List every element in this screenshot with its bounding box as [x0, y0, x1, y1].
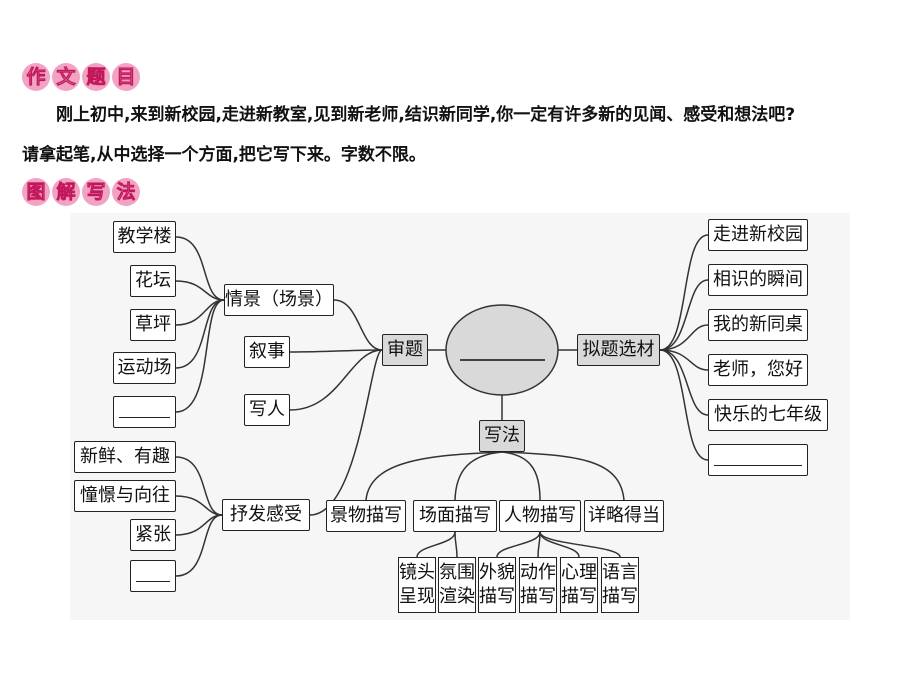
header-char: 图 — [22, 178, 50, 206]
shufa-label: 抒发感受 — [230, 504, 302, 525]
title-item-label: 我的新同桌 — [713, 314, 803, 335]
qingjing-box: 情景（场景） — [224, 284, 334, 316]
sub-method-line: 描写 — [479, 586, 515, 607]
title-item-label: 老师，您好 — [713, 359, 803, 380]
sub-method-box: 氛围渲染 — [438, 557, 476, 613]
header-char: 法 — [112, 178, 140, 206]
title-item-box: 走进新校园 — [708, 219, 808, 251]
method-label: 景物描写 — [330, 505, 402, 526]
method-label: 详略得当 — [588, 505, 660, 526]
prompt-text-2: 请拿起笔,从中选择一个方面,把它写下来。字数不限。 — [22, 145, 426, 165]
sub-method-box: 动作描写 — [519, 557, 557, 613]
title-item-box: 相识的瞬间 — [708, 264, 808, 296]
title-item-blank-box — [708, 444, 808, 476]
sub-method-line: 语言 — [602, 562, 638, 583]
fill-blank-line — [119, 417, 170, 418]
scene-item-box: 草坪 — [130, 309, 176, 341]
sub-method-line: 呈现 — [399, 586, 435, 607]
method-label: 场面描写 — [419, 505, 491, 526]
feeling-item-box: 新鲜、有趣 — [74, 441, 176, 473]
scene-item-box: 教学楼 — [113, 221, 176, 253]
sub-method-line: 心理 — [561, 562, 597, 583]
header-char: 写 — [82, 178, 110, 206]
feeling-item-label: 新鲜、有趣 — [80, 446, 170, 467]
method-box: 场面描写 — [413, 500, 497, 532]
shenti-label: 审题 — [387, 339, 423, 360]
header-char: 题 — [82, 63, 110, 91]
sub-method-line: 氛围 — [439, 562, 475, 583]
prompt-text-1: 刚上初中,来到新校园,走进新教室,见到新老师,结识新同学,你一定有许多新的见闻、… — [56, 105, 796, 125]
section-header-method: 图 解 写 法 — [22, 178, 140, 206]
scene-item-box: 运动场 — [113, 352, 176, 384]
xushi-label: 叙事 — [249, 341, 285, 362]
method-box: 景物描写 — [326, 500, 406, 532]
shenti-box: 审题 — [382, 334, 428, 366]
xieren-box: 写人 — [244, 394, 290, 426]
method-box: 人物描写 — [499, 500, 581, 532]
shufa-box: 抒发感受 — [222, 499, 310, 531]
feeling-item-box: 紧张 — [130, 519, 176, 551]
nitixuancai-label: 拟题选材 — [582, 339, 655, 360]
header-char: 解 — [52, 178, 80, 206]
feeling-item-blank-box — [130, 560, 176, 592]
feeling-item-label: 憧憬与向往 — [80, 485, 170, 506]
title-item-label: 相识的瞬间 — [713, 269, 803, 290]
title-item-label: 快乐的七年级 — [714, 404, 822, 425]
scene-item-label: 草坪 — [135, 314, 171, 335]
scene-item-blank-box — [113, 396, 176, 428]
nitixuancai-box: 拟题选材 — [577, 334, 660, 366]
sub-method-box: 心理描写 — [560, 557, 598, 613]
sub-method-line: 动作 — [520, 562, 556, 583]
feeling-item-label: 紧张 — [135, 524, 171, 545]
sub-method-line: 描写 — [561, 586, 597, 607]
title-item-box: 我的新同桌 — [708, 309, 808, 341]
scene-item-label: 教学楼 — [117, 226, 172, 247]
header-char: 目 — [112, 63, 140, 91]
scene-item-label: 运动场 — [117, 357, 172, 378]
title-item-label: 走进新校园 — [713, 224, 803, 245]
sub-method-box: 语言描写 — [601, 557, 639, 613]
xieren-label: 写人 — [249, 399, 285, 420]
title-item-box: 快乐的七年级 — [708, 399, 828, 431]
qingjing-label: 情景（场景） — [225, 289, 333, 310]
prompt-line-2: 请拿起笔,从中选择一个方面,把它写下来。字数不限。 — [22, 140, 892, 170]
sub-method-line: 描写 — [520, 586, 556, 607]
method-box: 详略得当 — [584, 500, 664, 532]
header-char: 文 — [52, 63, 80, 91]
sub-method-line: 外貌 — [479, 562, 515, 583]
fill-blank-line — [136, 581, 170, 582]
xiefa-box: 写法 — [479, 420, 525, 452]
section-header-topic: 作 文 题 目 — [22, 63, 140, 91]
scene-item-box: 花坛 — [130, 265, 176, 297]
sub-method-line: 镜头 — [399, 562, 435, 583]
header-char: 作 — [22, 63, 50, 91]
feeling-item-box: 憧憬与向往 — [74, 480, 176, 512]
sub-method-line: 渲染 — [439, 586, 475, 607]
scene-item-label: 花坛 — [135, 270, 171, 291]
sub-method-box: 镜头呈现 — [398, 557, 436, 613]
center-topic-ellipse — [445, 304, 559, 396]
fill-blank-line — [714, 465, 802, 466]
xushi-box: 叙事 — [244, 336, 290, 368]
prompt-line-1: 刚上初中,来到新校园,走进新教室,见到新老师,结识新同学,你一定有许多新的见闻、… — [22, 100, 892, 130]
sub-method-line: 描写 — [602, 586, 638, 607]
method-label: 人物描写 — [504, 505, 576, 526]
title-item-box: 老师，您好 — [708, 354, 808, 386]
sub-method-box: 外貌描写 — [478, 557, 516, 613]
xiefa-label: 写法 — [484, 425, 520, 446]
